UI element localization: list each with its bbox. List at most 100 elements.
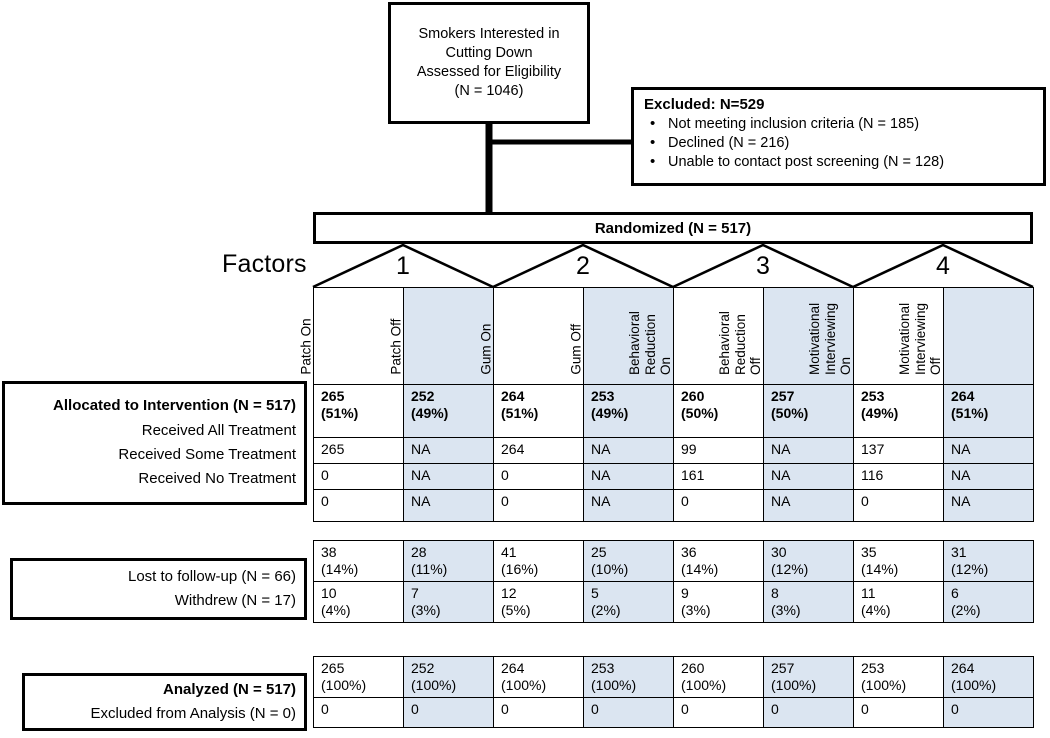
analyzed-label-box: Analyzed (N = 517)Excluded from Analysis… [22, 673, 307, 731]
table-cell: 0 [493, 697, 584, 728]
cell-value: NA [591, 493, 611, 509]
cell-value: (14%) [321, 560, 359, 577]
cell-value: NA [411, 441, 431, 457]
table-cell: 11(4%) [853, 581, 944, 623]
cell-value: (100%) [861, 676, 907, 693]
cell-value: NA [951, 441, 971, 457]
cell-value: 260 [681, 388, 705, 404]
column-header-label: Behavioral Reduction On [627, 311, 674, 375]
list-item: Unable to contact post screening (N = 12… [644, 152, 1035, 172]
cell-value: 253 [861, 388, 885, 404]
followup-label-1: Lost to follow-up (N = 66) [128, 567, 296, 585]
column-header-label: Gum On [478, 323, 494, 375]
cell-value: 0 [861, 701, 869, 717]
cell-value: (100%) [681, 676, 727, 693]
table-cell: NA [403, 489, 494, 522]
cell-value: 257 [771, 660, 795, 676]
column-header-label: Patch On [298, 318, 314, 375]
cell-value: (50%) [681, 404, 719, 421]
table-cell: 10(4%) [313, 581, 404, 623]
factors-label: Factors [222, 250, 307, 278]
cell-value: NA [591, 441, 611, 457]
table-cell: 5(2%) [583, 581, 674, 623]
table-cell: 253(100%) [853, 656, 944, 698]
table-cell: NA [583, 437, 674, 464]
randomized-label: Randomized (N = 517) [594, 219, 752, 237]
cell-value: 38 [321, 544, 337, 560]
table-cell: 7(3%) [403, 581, 494, 623]
cell-value: 264 [501, 660, 525, 676]
cell-value: 252 [411, 660, 435, 676]
list-item: Declined (N = 216) [644, 133, 1035, 153]
allocation-label-1: Allocated to Intervention (N = 517) [53, 397, 296, 415]
table-cell: 0 [583, 697, 674, 728]
table-cell: 9(3%) [673, 581, 764, 623]
cell-value: (11%) [411, 560, 448, 577]
table-cell: 0 [943, 697, 1034, 728]
column-header-label: Motivational Interviewing On [807, 302, 854, 375]
allocation-label-3: Received Some Treatment [118, 446, 296, 463]
cell-value: NA [771, 493, 791, 509]
cell-value: 265 [321, 660, 345, 676]
cell-value: 36 [681, 544, 697, 560]
table-cell: 0 [313, 697, 404, 728]
cell-value: (16%) [501, 560, 539, 577]
cell-value: 0 [771, 701, 779, 717]
cell-value: 257 [771, 388, 795, 404]
cell-value: 11 [861, 585, 876, 601]
cell-value: (50%) [771, 404, 809, 421]
analyzed-table: 265(100%)252(100%)264(100%)253(100%)260(… [313, 656, 1034, 728]
cell-value: 116 [861, 467, 884, 483]
table-cell: 30(12%) [763, 540, 854, 582]
cell-value: (3%) [411, 601, 441, 618]
table-cell: 260(50%) [673, 384, 764, 438]
cell-value: (2%) [591, 601, 621, 618]
cell-value: 161 [681, 467, 705, 483]
table-cell: 161 [673, 463, 764, 490]
table-cell: 35(14%) [853, 540, 944, 582]
table-cell: NA [943, 437, 1034, 464]
table-cell: 264(51%) [493, 384, 584, 438]
cell-value: 7 [411, 585, 419, 601]
column-header-label: Behavioral Reduction Off [717, 311, 764, 375]
table-row: 265(51%)252(49%)264(51%)253(49%)260(50%)… [313, 384, 1034, 438]
cell-value: 264 [951, 660, 975, 676]
cell-value: 252 [411, 388, 435, 404]
table-cell: 253(49%) [853, 384, 944, 438]
table-cell: NA [763, 489, 854, 522]
table-cell: NA [763, 463, 854, 490]
column-header-7: Motivational Interviewing On [807, 287, 944, 385]
table-cell: 252(100%) [403, 656, 494, 698]
cell-value: 8 [771, 585, 779, 601]
table-cell: 0 [673, 489, 764, 522]
cell-value: (3%) [771, 601, 801, 618]
cell-value: 35 [861, 544, 877, 560]
cell-value: 0 [501, 493, 509, 509]
cell-value: (4%) [861, 601, 891, 618]
column-header-8: Motivational Interviewing Off [897, 287, 1034, 385]
assessed-line-1: Smokers Interested in [418, 26, 560, 43]
cell-value: (49%) [411, 404, 449, 421]
cell-value: (100%) [321, 676, 367, 693]
table-cell: 264(100%) [943, 656, 1034, 698]
cell-value: 0 [321, 467, 329, 483]
table-cell: 0 [403, 697, 494, 728]
cell-value: 0 [321, 701, 329, 717]
cell-value: 253 [591, 660, 615, 676]
cell-value: 31 [951, 544, 967, 560]
table-cell: 116 [853, 463, 944, 490]
cell-value: (51%) [321, 404, 359, 421]
cell-value: 0 [411, 701, 419, 717]
table-cell: 36(14%) [673, 540, 764, 582]
table-cell: NA [583, 489, 674, 522]
table-cell: 41(16%) [493, 540, 584, 582]
table-cell: 265(51%) [313, 384, 404, 438]
cell-value: NA [411, 493, 431, 509]
cell-value: 0 [681, 493, 689, 509]
followup-label-2: Withdrew (N = 17) [174, 592, 296, 609]
allocation-table: 265(51%)252(49%)264(51%)253(49%)260(50%)… [313, 384, 1034, 522]
table-cell: 38(14%) [313, 540, 404, 582]
